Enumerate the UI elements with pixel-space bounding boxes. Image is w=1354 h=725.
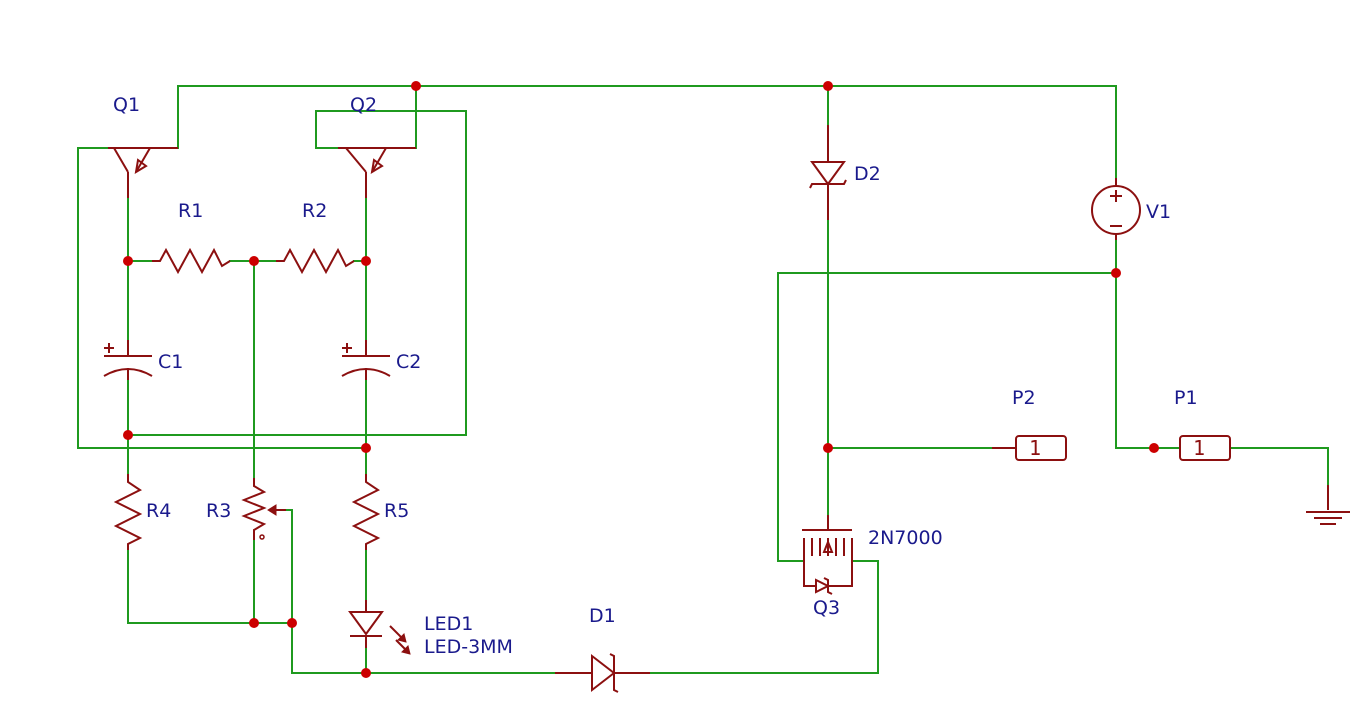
c2-ref-label: C2 [396, 351, 421, 373]
ground-icon [1306, 485, 1350, 525]
d2-diode[interactable] [809, 125, 847, 220]
v1-voltage-source[interactable] [1091, 178, 1141, 240]
q2-ref-label: Q2 [350, 94, 377, 116]
labels: Q1 Q2 Q3 2N7000 R1 R2 R3 R4 R5 C1 C2 D1 … [113, 94, 1205, 658]
q3-value-label: 2N7000 [868, 527, 943, 549]
q1-ref-label: Q1 [113, 94, 140, 116]
q1-transistor[interactable] [108, 147, 178, 198]
d1-ref-label: D1 [589, 605, 616, 627]
r1-ref-label: R1 [178, 200, 203, 222]
p1-ref-label: P1 [1174, 387, 1198, 409]
led1-ref-label: LED1 [424, 613, 473, 635]
p1-connector[interactable] [1179, 435, 1231, 461]
wires [77, 85, 1329, 674]
r3-ref-label: R3 [206, 500, 231, 522]
r5-ref-label: R5 [384, 500, 409, 522]
p2-pin-label: 1 [1029, 436, 1041, 460]
r4-ref-label: R4 [146, 500, 171, 522]
d2-ref-label: D2 [854, 163, 881, 185]
r3-potentiometer[interactable] [241, 478, 286, 540]
r2-ref-label: R2 [302, 200, 327, 222]
p1-pin-label: 1 [1193, 436, 1205, 460]
r5-resistor[interactable] [351, 474, 381, 550]
led1-value-label: LED-3MM [424, 636, 513, 658]
c1-ref-label: C1 [158, 351, 183, 373]
r4-resistor[interactable] [113, 474, 143, 550]
d1-diode[interactable] [555, 653, 650, 693]
c1-capacitor[interactable] [103, 340, 153, 380]
junctions [123, 81, 1159, 678]
v1-ref-label: V1 [1146, 201, 1171, 223]
q3-mosfet[interactable] [802, 515, 853, 595]
p2-connector[interactable] [992, 435, 1067, 461]
q3-ref-label: Q3 [813, 597, 840, 619]
c2-capacitor[interactable] [341, 340, 391, 380]
r2-resistor[interactable] [276, 247, 355, 275]
p2-ref-label: P2 [1012, 387, 1036, 409]
q2-transistor[interactable] [338, 147, 416, 198]
r1-resistor[interactable] [152, 247, 231, 275]
led1-led[interactable] [348, 600, 411, 655]
